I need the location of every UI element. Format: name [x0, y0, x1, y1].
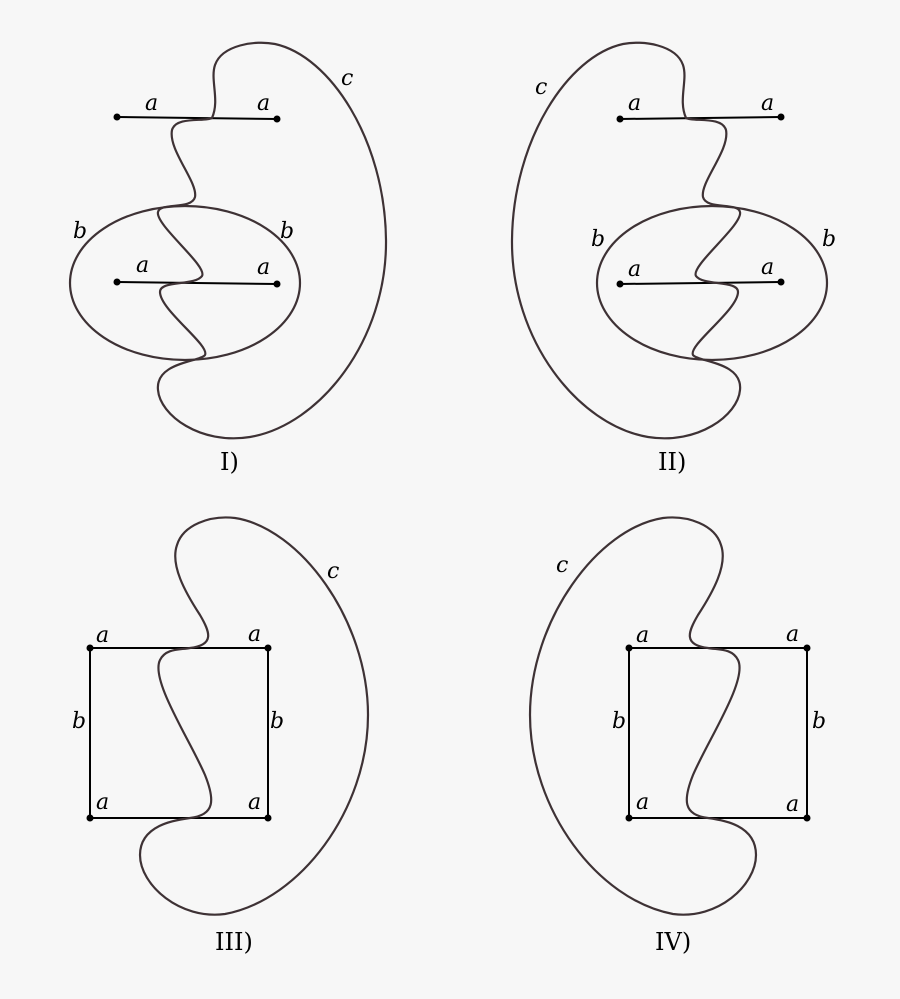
label-b: b — [612, 709, 626, 734]
curve-c — [510, 41, 742, 440]
label-b: b — [72, 709, 86, 734]
panel-1: a a a a b b c I) — [68, 41, 388, 476]
label-a: a — [248, 790, 261, 815]
vertex — [113, 278, 121, 286]
vertex — [273, 280, 281, 288]
label-b: b — [591, 227, 605, 252]
vertex — [803, 644, 811, 652]
label-b: b — [270, 709, 284, 734]
caption-4: IV) — [655, 928, 691, 956]
square-ab — [628, 647, 808, 819]
vertex — [86, 644, 94, 652]
label-a: a — [136, 253, 149, 278]
label-a: a — [96, 623, 109, 648]
vertex — [273, 115, 281, 123]
panel-3: a a a a b b c III) — [72, 516, 370, 956]
segment-a-mid — [116, 281, 278, 285]
label-a: a — [636, 790, 649, 815]
vertex — [777, 113, 785, 121]
label-a: a — [145, 91, 158, 116]
label-c: c — [341, 66, 353, 91]
label-c: c — [535, 75, 547, 100]
loop-b — [595, 204, 829, 362]
label-a: a — [248, 622, 261, 647]
label-c: c — [556, 553, 568, 578]
vertex — [777, 278, 785, 286]
segment-a-mid — [619, 281, 782, 285]
label-a: a — [786, 792, 799, 817]
vertex — [86, 814, 94, 822]
caption-3: III) — [215, 928, 253, 956]
label-a: a — [628, 91, 641, 116]
label-a: a — [761, 255, 774, 280]
curve-c — [528, 516, 758, 916]
loop-b — [68, 204, 302, 362]
label-a: a — [96, 790, 109, 815]
panel-4: a a a a b b c IV) — [528, 516, 826, 956]
label-a: a — [257, 255, 270, 280]
label-b: b — [280, 219, 294, 244]
label-b: b — [812, 709, 826, 734]
vertex — [625, 814, 633, 822]
label-a: a — [636, 623, 649, 648]
vertex — [803, 814, 811, 822]
label-a: a — [761, 91, 774, 116]
vertex — [616, 115, 624, 123]
vertex — [264, 644, 272, 652]
label-c: c — [327, 559, 339, 584]
vertex — [625, 644, 633, 652]
label-a: a — [257, 91, 270, 116]
label-a: a — [628, 257, 641, 282]
label-a: a — [786, 622, 799, 647]
label-b: b — [822, 227, 836, 252]
label-b: b — [73, 219, 87, 244]
curve-c — [156, 41, 388, 440]
square-ab — [89, 647, 269, 819]
segment-a-top — [116, 116, 278, 120]
caption-1: I) — [220, 448, 239, 476]
curve-c — [138, 516, 370, 916]
caption-2: II) — [658, 448, 686, 476]
panel-2: a a a a b b c II) — [510, 41, 836, 476]
vertex — [616, 280, 624, 288]
vertex — [113, 113, 121, 121]
vertex — [264, 814, 272, 822]
segment-a-top — [619, 116, 782, 120]
